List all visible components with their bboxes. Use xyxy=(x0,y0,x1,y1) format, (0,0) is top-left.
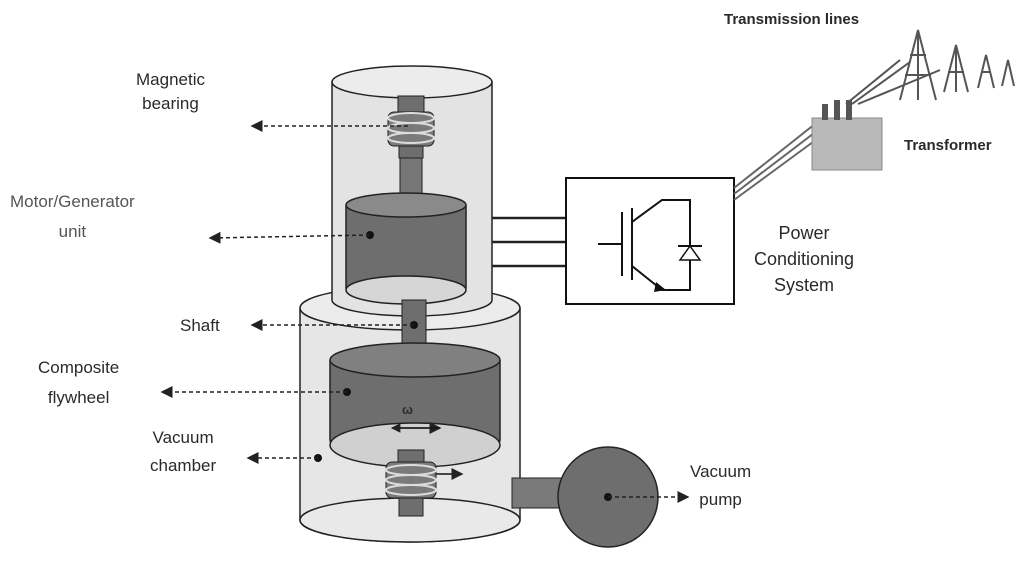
vacuum-chamber-line1: Vacuum xyxy=(152,428,214,447)
power-conditioning-line2: Conditioning xyxy=(754,249,855,269)
connection-wires xyxy=(492,216,566,268)
motor-generator-label: Motor/Generator unit xyxy=(10,190,135,244)
power-conditioning-line1: Power xyxy=(778,223,830,243)
composite-flywheel xyxy=(329,342,501,468)
vacuum-chamber-line2: chamber xyxy=(150,456,217,475)
power-conditioning-box xyxy=(565,177,735,305)
transmission-towers xyxy=(845,29,1015,105)
omega-label: ω xyxy=(402,402,413,417)
shaft-label: Shaft xyxy=(180,316,220,335)
magnetic-bearing-top xyxy=(387,95,435,159)
motor-generator-line2: unit xyxy=(58,222,87,241)
magnetic-bearing-bottom xyxy=(385,449,464,517)
power-conditioning-label: Power Conditioning System xyxy=(754,220,854,298)
vacuum-pump-line2: pump xyxy=(699,490,742,509)
vacuum-pump-label: Vacuum pump xyxy=(690,460,751,512)
vacuum-pump-line1: Vacuum xyxy=(690,462,752,481)
transmission-lines-label: Transmission lines xyxy=(724,11,860,28)
transformer xyxy=(811,100,883,171)
magnetic-bearing-line2: bearing xyxy=(142,94,199,113)
motor-generator-line1: Motor/Generator xyxy=(10,192,135,211)
transformer-label: Transformer xyxy=(904,137,992,154)
power-conditioning-line3: System xyxy=(774,275,835,295)
composite-flywheel-line2: flywheel xyxy=(47,388,110,407)
leader-arrows xyxy=(160,120,690,503)
motor-generator xyxy=(345,192,467,305)
magnetic-bearing-line1: Magnetic xyxy=(136,70,205,89)
composite-flywheel-label: Composite flywheel xyxy=(38,356,119,410)
magnetic-bearing-label: Magnetic bearing xyxy=(136,68,205,116)
composite-flywheel-line1: Composite xyxy=(38,358,120,377)
vacuum-chamber-label: Vacuum chamber xyxy=(150,426,216,478)
